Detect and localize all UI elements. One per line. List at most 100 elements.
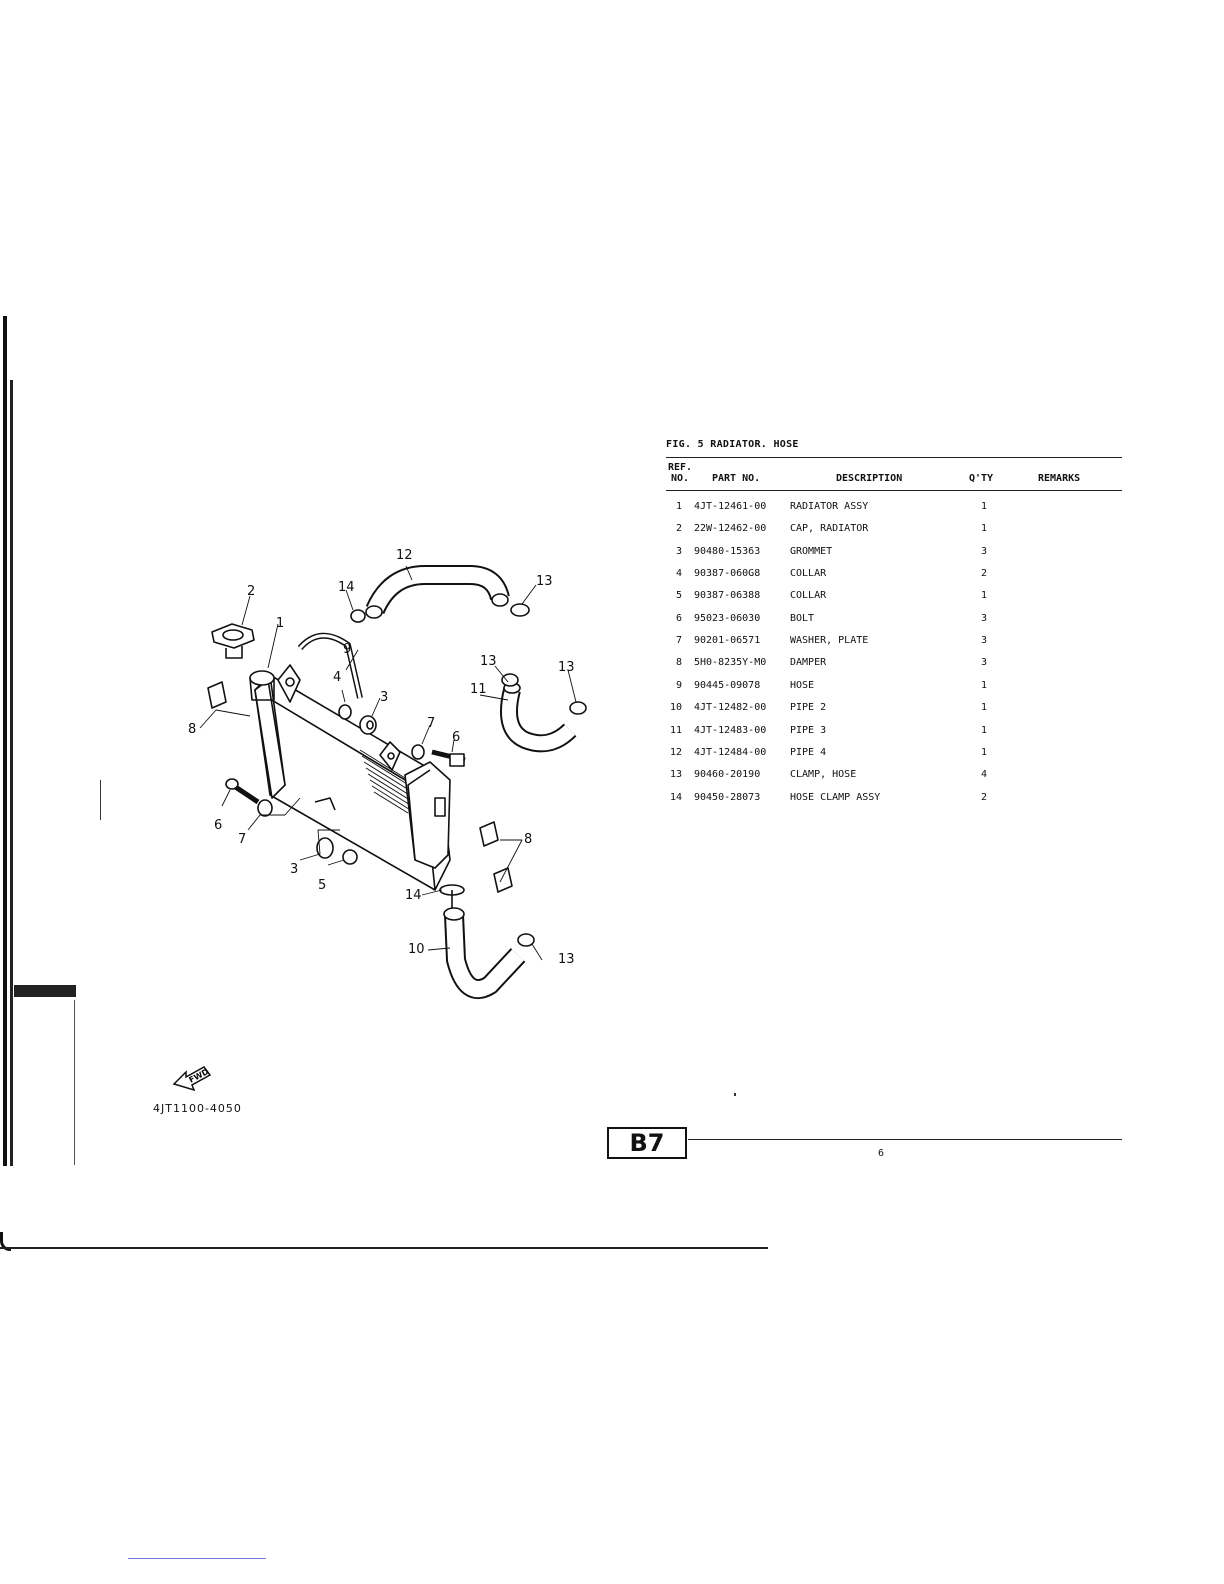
callout-12: 12 xyxy=(396,548,413,563)
table-row: 3 90480-15363 GROMMET 3 xyxy=(666,546,1126,568)
table-row: 14 90450-28073 HOSE CLAMP ASSY 2 xyxy=(666,792,1126,814)
quantity: 2 xyxy=(980,568,988,579)
quantity: 3 xyxy=(980,657,988,668)
header-ref-line1: REF. xyxy=(668,462,693,473)
header-part-no: PART NO. xyxy=(712,473,761,484)
ref-no: 3 xyxy=(675,546,682,557)
callout-10: 10 xyxy=(408,942,425,957)
quantity: 1 xyxy=(980,747,988,758)
ref-no: 9 xyxy=(675,680,682,691)
table-row: 7 90201-06571 WASHER, PLATE 3 xyxy=(666,635,1126,657)
quantity: 1 xyxy=(980,680,988,691)
part-no: 90387-06388 xyxy=(694,590,761,601)
figure-title: FIG. 5 RADIATOR. HOSE xyxy=(666,439,799,450)
table-row: 2 22W-12462-00 CAP, RADIATOR 1 xyxy=(666,523,1126,545)
ref-no: 10 xyxy=(669,702,682,713)
drawing-code: 4JT1100-4050 xyxy=(153,1102,242,1115)
description: RADIATOR ASSY xyxy=(790,501,869,512)
callout-5: 5 xyxy=(318,878,327,893)
quantity: 1 xyxy=(980,523,988,534)
part-no: 90480-15363 xyxy=(694,546,761,557)
blue-underline xyxy=(128,1558,266,1559)
callout-7: 7 xyxy=(427,716,436,731)
table-row: 6 95023-06030 BOLT 3 xyxy=(666,613,1126,635)
exploded-parts-diagram: 2 1 14 12 13 9 13 13 11 4 3 7 6 8 6 7 8 … xyxy=(150,530,610,1050)
ref-no: 8 xyxy=(675,657,682,668)
description: PIPE 4 xyxy=(790,747,827,758)
table-top-rule xyxy=(666,457,1122,458)
callout-7: 7 xyxy=(238,832,247,847)
ref-no: 1 xyxy=(675,501,682,512)
table-row: 13 90460-20190 CLAMP, HOSE 4 xyxy=(666,769,1126,791)
description: COLLAR xyxy=(790,568,827,579)
callout-3: 3 xyxy=(380,690,389,705)
callout-13: 13 xyxy=(558,952,575,967)
scan-vertical-line xyxy=(100,780,101,820)
header-description: DESCRIPTION xyxy=(836,473,903,484)
callout-14: 14 xyxy=(338,580,355,595)
scan-edge-inner xyxy=(10,380,13,1166)
callout-2: 2 xyxy=(247,584,256,599)
ref-no: 5 xyxy=(675,590,682,601)
header-remarks: REMARKS xyxy=(1038,473,1081,484)
part-no: 4JT-12483-00 xyxy=(694,725,767,736)
forward-arrow-icon: FWD xyxy=(170,1058,218,1094)
table-row: 9 90445-09078 HOSE 1 xyxy=(666,680,1126,702)
ref-no: 6 xyxy=(675,613,682,624)
description: WASHER, PLATE xyxy=(790,635,869,646)
part-no: 90450-28073 xyxy=(694,792,761,803)
description: PIPE 3 xyxy=(790,725,827,736)
ref-no: 12 xyxy=(669,747,682,758)
callout-11: 11 xyxy=(470,682,487,697)
radiator-drawing xyxy=(199,565,587,1000)
ref-no: 13 xyxy=(669,769,682,780)
description: DAMPER xyxy=(790,657,827,668)
callout-8: 8 xyxy=(188,722,197,737)
table-row: 12 4JT-12484-00 PIPE 4 1 xyxy=(666,747,1126,769)
description: CAP, RADIATOR xyxy=(790,523,869,534)
part-no: 90387-060G8 xyxy=(694,568,761,579)
part-no: 4JT-12461-00 xyxy=(694,501,767,512)
quantity: 2 xyxy=(980,792,988,803)
scan-band xyxy=(14,985,76,997)
quantity: 1 xyxy=(980,725,988,736)
scan-corner xyxy=(0,1232,11,1251)
part-no: 90445-09078 xyxy=(694,680,761,691)
part-no: 4JT-12484-00 xyxy=(694,747,767,758)
table-row: 10 4JT-12482-00 PIPE 2 1 xyxy=(666,702,1126,724)
callout-14: 14 xyxy=(405,888,422,903)
table-header-rule xyxy=(666,490,1122,491)
quantity: 3 xyxy=(980,635,988,646)
quantity: 1 xyxy=(980,501,988,512)
scan-speck xyxy=(734,1093,736,1096)
header-qty: Q'TY xyxy=(969,473,994,484)
table-row: 5 90387-06388 COLLAR 1 xyxy=(666,590,1126,612)
page-number: 6 xyxy=(878,1148,885,1159)
part-no: 90460-20190 xyxy=(694,769,761,780)
table-row: 1 4JT-12461-00 RADIATOR ASSY 1 xyxy=(666,501,1126,523)
description: GROMMET xyxy=(790,546,833,557)
description: HOSE CLAMP ASSY xyxy=(790,792,881,803)
scan-bottom-edge xyxy=(0,1247,768,1249)
callout-6: 6 xyxy=(214,818,223,833)
section-badge: B7 xyxy=(607,1127,687,1159)
scan-edge-left xyxy=(3,316,7,1166)
quantity: 3 xyxy=(980,546,988,557)
quantity: 1 xyxy=(980,590,988,601)
callout-1: 1 xyxy=(276,616,285,631)
quantity: 4 xyxy=(980,769,988,780)
part-no: 4JT-12482-00 xyxy=(694,702,767,713)
ref-no: 7 xyxy=(675,635,682,646)
callout-6: 6 xyxy=(452,730,461,745)
description: COLLAR xyxy=(790,590,827,601)
footer-rule xyxy=(688,1139,1122,1140)
ref-no: 2 xyxy=(675,523,682,534)
callout-13: 13 xyxy=(536,574,553,589)
description: BOLT xyxy=(790,613,815,624)
callout-3: 3 xyxy=(290,862,299,877)
callout-9: 9 xyxy=(343,642,352,657)
part-no: 95023-06030 xyxy=(694,613,761,624)
ref-no: 11 xyxy=(669,725,682,736)
table-row: 11 4JT-12483-00 PIPE 3 1 xyxy=(666,725,1126,747)
callout-4: 4 xyxy=(333,670,342,685)
